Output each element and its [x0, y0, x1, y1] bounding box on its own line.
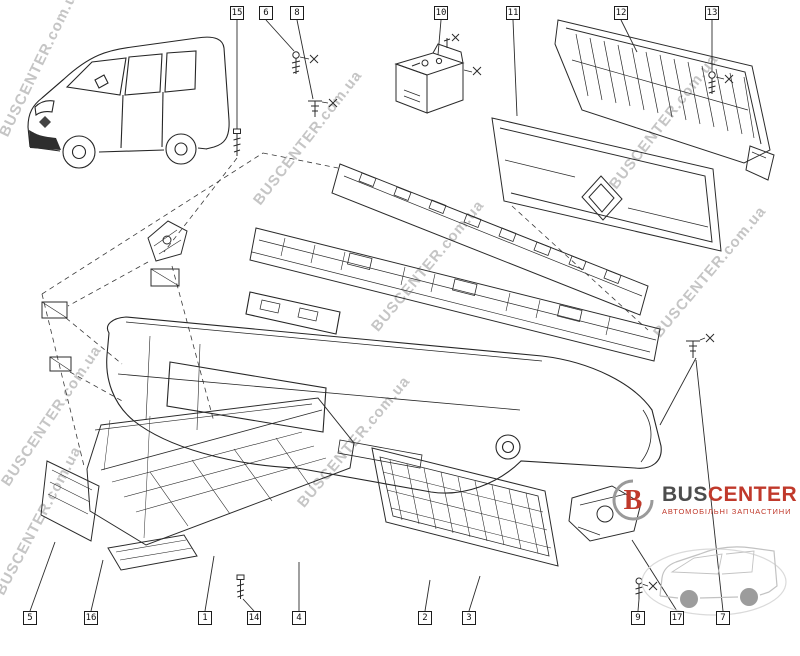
- logo-tagline: АВТОМОБІЛЬНІ ЗАПЧАСТИНИ: [662, 507, 792, 516]
- callout-16[interactable]: 16: [84, 611, 98, 625]
- front-grille-panel: [491, 117, 722, 252]
- front-bumper-cover: [106, 291, 662, 494]
- callout-14[interactable]: 14: [247, 611, 261, 625]
- vehicle-thumbnail: [27, 36, 230, 169]
- buscenter-logo-mark-icon: B: [612, 479, 654, 521]
- air-deflector: [40, 460, 198, 571]
- callout-4[interactable]: 4: [292, 611, 306, 625]
- skid-plate: [86, 397, 355, 546]
- callout-10[interactable]: 10: [434, 6, 448, 20]
- clip-icon-7: [686, 333, 715, 358]
- callout-6[interactable]: 6: [259, 6, 273, 20]
- brand-emblem-icon: [581, 175, 623, 221]
- callout-7[interactable]: 7: [716, 611, 730, 625]
- mounting-brackets: [41, 220, 188, 372]
- callout-17[interactable]: 17: [670, 611, 684, 625]
- logo-mark-letter: B: [624, 485, 643, 516]
- callout-5[interactable]: 5: [23, 611, 37, 625]
- screw-icon-6: [291, 51, 319, 74]
- construction-lines: [41, 152, 649, 467]
- buscenter-logo: B BUSCENTER АВТОМОБІЛЬНІ ЗАПЧАСТИНИ: [610, 477, 797, 523]
- bolt-icon-9: [635, 577, 658, 599]
- callout-9[interactable]: 9: [631, 611, 645, 625]
- callout-3[interactable]: 3: [462, 611, 476, 625]
- callout-8[interactable]: 8: [290, 6, 304, 20]
- callout-2[interactable]: 2: [418, 611, 432, 625]
- callout-13[interactable]: 13: [705, 6, 719, 20]
- callout-12[interactable]: 12: [614, 6, 628, 20]
- logo-wordmark-red: CENTER: [707, 483, 798, 506]
- bumper-reinforcement: [249, 227, 661, 362]
- bolt-icon-15: [233, 128, 241, 156]
- hardware-kit-box: [394, 33, 482, 114]
- callout-lines: [29, 19, 724, 612]
- promo-van-sketch: [641, 546, 787, 616]
- screw-icon-13: [708, 71, 734, 94]
- logo-wordmark: BUSCENTER: [662, 484, 797, 505]
- bolt-icon-14: [236, 574, 245, 599]
- upper-crossmember-panel: [554, 19, 775, 181]
- callout-11[interactable]: 11: [506, 6, 520, 20]
- callout-15[interactable]: 15: [230, 6, 244, 20]
- logo-wordmark-dark: BUS: [662, 483, 708, 506]
- callout-1[interactable]: 1: [198, 611, 212, 625]
- clip-icon-8: [308, 98, 338, 117]
- lower-mesh-grille: [371, 447, 559, 567]
- fasteners: [233, 51, 734, 599]
- bumper-absorber: [331, 163, 649, 316]
- side-bracket: [568, 485, 642, 542]
